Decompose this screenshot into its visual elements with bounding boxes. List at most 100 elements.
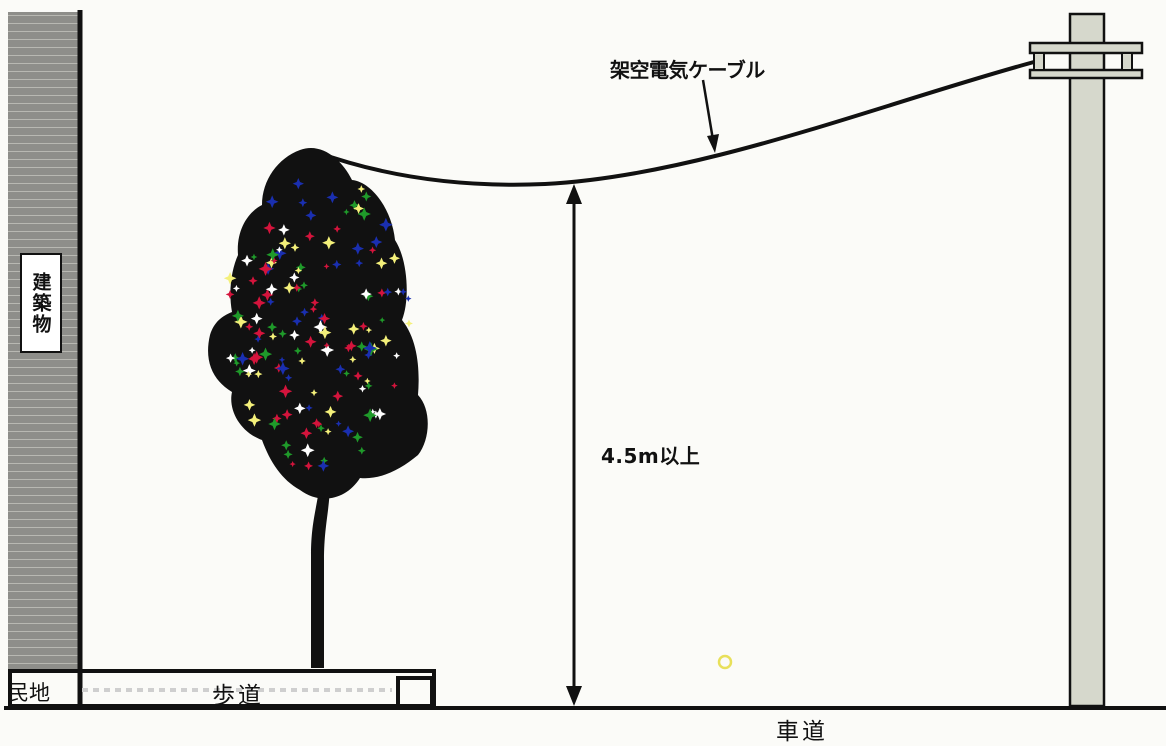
foliage-accent: [231, 309, 244, 322]
foliage-accent: [353, 203, 364, 214]
foliage-accent: [344, 343, 353, 353]
foliage-accent: [369, 408, 376, 415]
foliage-accent: [332, 259, 342, 270]
foliage-accent: [289, 329, 300, 341]
foliage-accent: [379, 317, 386, 324]
foliage-accent: [243, 399, 256, 411]
foliage-accent: [375, 257, 388, 270]
foliage-accent: [300, 307, 309, 317]
curb: [396, 676, 434, 708]
foliage-accent: [267, 322, 278, 333]
foliage-accent: [357, 446, 366, 455]
foliage-accent: [278, 237, 291, 250]
foliage-accent: [383, 287, 393, 297]
foliage-accent: [265, 257, 278, 269]
foliage-accent: [281, 440, 292, 451]
foliage-accent: [364, 377, 371, 385]
foliage-accent: [268, 417, 281, 431]
foliage-accent: [365, 326, 373, 334]
foliage-accent: [254, 335, 262, 343]
foliage-accent: [225, 353, 236, 363]
foliage-accent: [253, 327, 266, 340]
foliage-accent: [360, 288, 372, 300]
foliage-accent: [373, 407, 387, 421]
foliage-accent: [399, 288, 407, 296]
foliage-accent: [261, 288, 274, 301]
road-mark: [717, 654, 733, 670]
foliage-accent: [300, 427, 313, 440]
foliage-accent: [359, 321, 368, 331]
foliage-accent: [326, 191, 339, 204]
foliage-accent: [293, 346, 302, 355]
foliage-accent: [298, 357, 306, 365]
cable-leader-arrow: [701, 79, 719, 153]
foliage-accent: [289, 460, 296, 468]
foliage-accent: [304, 335, 317, 348]
foliage-accent: [364, 381, 373, 390]
foliage-accent: [278, 329, 287, 339]
foliage-accent: [265, 195, 279, 209]
foliage-accent: [355, 259, 364, 268]
foliage-accent: [315, 420, 323, 428]
foliage-accent: [364, 350, 373, 360]
foliage-accent: [356, 341, 367, 352]
foliage-accent: [349, 200, 360, 211]
foliage-accent: [310, 389, 318, 397]
foliage-accent: [380, 334, 392, 347]
foliage-accent: [377, 288, 387, 298]
foliage-accent: [248, 346, 256, 354]
foliage-accent: [346, 340, 357, 352]
foliage-accent: [317, 424, 325, 433]
foliage-accent: [290, 243, 300, 252]
foliage-accent: [311, 418, 322, 429]
foliage-accent: [250, 350, 264, 364]
foliage-accents: [223, 178, 413, 472]
foliage-accent: [283, 282, 296, 294]
foliage-accent: [278, 356, 286, 363]
foliage-accent: [347, 323, 360, 335]
foliage-accent: [317, 459, 330, 472]
insulator-right: [1121, 52, 1133, 71]
building-label: 建築物: [20, 253, 62, 353]
foliage-accent: [263, 221, 276, 235]
foliage-accent: [268, 332, 278, 341]
foliage-accent: [318, 313, 331, 325]
foliage-accent: [298, 198, 308, 208]
foliage-accent: [265, 283, 278, 296]
foliage-accent: [278, 384, 293, 398]
foliage-accent: [292, 283, 302, 292]
foliage-accent: [342, 425, 355, 438]
foliage-accent: [324, 405, 337, 418]
foliage-accent: [245, 322, 254, 331]
foliage-accent: [363, 408, 377, 423]
foliage-accent: [247, 413, 262, 427]
foliage-accent: [289, 272, 300, 283]
foliage-accent: [324, 428, 332, 436]
crossarm-top: [1028, 41, 1144, 55]
ground: [4, 669, 1166, 710]
foliage-accent: [343, 370, 350, 377]
foliage-accent: [247, 352, 261, 366]
foliage-accent: [370, 236, 383, 249]
foliage-accent: [394, 287, 403, 296]
foliage-accent: [250, 312, 263, 325]
foliage-accent: [353, 371, 363, 381]
foliage-accent: [363, 291, 374, 302]
foliage-accent: [304, 231, 315, 242]
foliage-accent: [272, 413, 282, 424]
foliage-accent: [272, 246, 287, 261]
foliage-accent: [225, 290, 235, 299]
foliage-accent: [284, 374, 293, 382]
foliage-accent: [318, 326, 332, 340]
foliage-accent: [335, 364, 346, 375]
foliage-accent: [270, 257, 278, 265]
foliage-accent: [241, 254, 253, 267]
foliage-accent: [232, 284, 240, 292]
foliage-accent: [405, 295, 412, 302]
clearance-dimension-arrow: [566, 184, 582, 706]
foliage-accent: [242, 364, 256, 378]
foliage-accent: [357, 185, 366, 193]
foliage-accent: [245, 370, 252, 378]
